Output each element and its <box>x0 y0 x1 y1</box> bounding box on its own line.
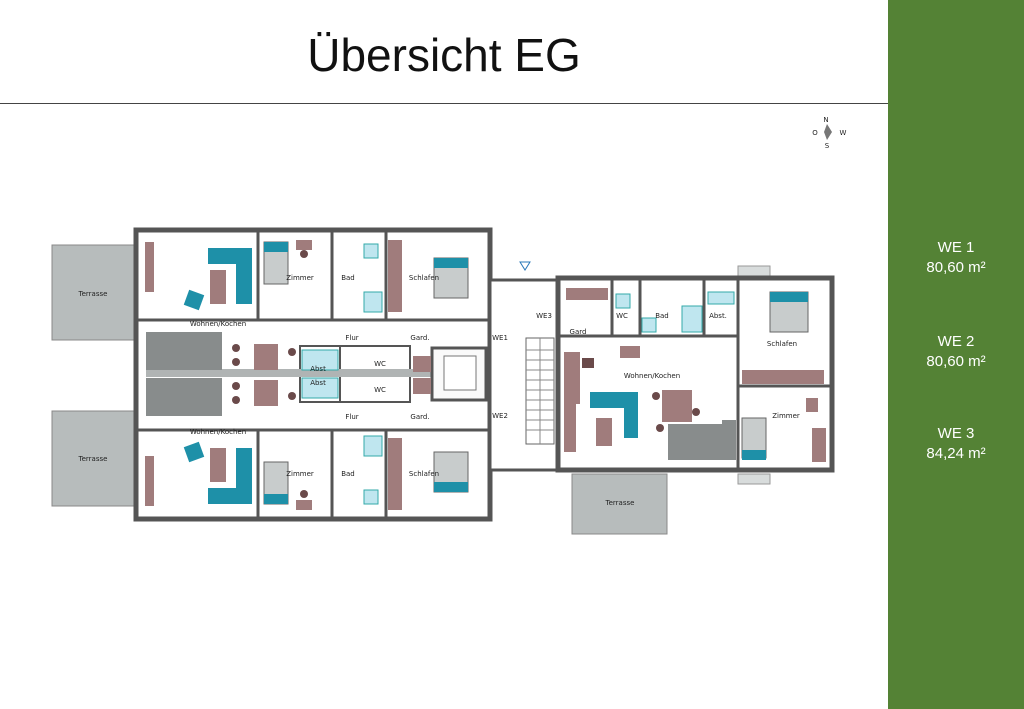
unit-we1-name: WE 1 <box>937 239 975 256</box>
label-wc-we2: WC <box>374 386 386 394</box>
unit-we1: WE 1 80,60 m² <box>888 238 1024 278</box>
svg-text:Terrasse: Terrasse <box>78 290 108 298</box>
label-wc-we1: WC <box>374 360 386 368</box>
label-bad-we3: Bad <box>655 312 669 320</box>
label-abst-we1: Abst <box>310 365 326 373</box>
label-wohnen-kochen-we2: Wohnen/Kochen <box>190 428 246 436</box>
label-we1-door: WE1 <box>492 334 508 342</box>
unit-we1-area: 80,60 m² <box>926 259 986 276</box>
svg-text:S: S <box>825 142 830 150</box>
entrance-hall <box>488 261 560 472</box>
label-gard-we3: Gard <box>570 328 587 336</box>
label-we3-door: WE3 <box>536 312 552 320</box>
unit-we2-area: 80,60 m² <box>926 353 986 370</box>
label-bad-we2: Bad <box>341 470 355 478</box>
svg-text:N: N <box>823 116 828 124</box>
room-labels: Wohnen/Kochen Wohnen/Kochen Zimmer Zimme… <box>190 274 800 478</box>
label-abst-we2: Abst <box>310 379 326 387</box>
unit-we3-area: 84,24 m² <box>926 445 986 462</box>
unit-we2-name: WE 2 <box>937 333 975 350</box>
svg-text:O: O <box>812 129 818 137</box>
label-flur-we1: Flur <box>345 334 358 342</box>
furniture-we2 <box>145 349 469 510</box>
svg-text:Terrasse: Terrasse <box>605 499 635 507</box>
terrace-we2: Terrasse <box>51 410 135 507</box>
unit-we3: WE 3 84,24 m² <box>888 424 1024 464</box>
compass-icon: N O W S <box>812 116 846 150</box>
title-divider <box>0 103 888 104</box>
label-wc-we3: WC <box>616 312 628 320</box>
terrace-we3: Terrasse <box>571 473 668 535</box>
unit-we3-name: WE 3 <box>937 425 975 442</box>
unit-we2: WE 2 80,60 m² <box>888 332 1024 372</box>
stairwell <box>413 346 488 402</box>
svg-text:W: W <box>840 129 847 137</box>
page-title: Übersicht EG <box>307 29 581 81</box>
label-gard-we1: Gard. <box>410 334 429 342</box>
label-zimmer-we2: Zimmer <box>286 470 314 478</box>
label-flur-we2: Flur <box>345 413 358 421</box>
label-schlafen-we1: Schlafen <box>409 274 439 282</box>
label-zimmer-we1: Zimmer <box>286 274 314 282</box>
label-zimmer-we3: Zimmer <box>772 412 800 420</box>
label-wohnen-kochen-we3: Wohnen/Kochen <box>624 372 680 380</box>
terrace-we1: Terrasse <box>51 244 135 341</box>
furniture-we1 <box>145 240 469 370</box>
label-bad-we1: Bad <box>341 274 355 282</box>
unit-summary-panel: WE 1 80,60 m² WE 2 80,60 m² WE 3 84,24 m… <box>888 0 1024 709</box>
label-schlafen-we2: Schlafen <box>409 470 439 478</box>
label-schlafen-we3: Schlafen <box>767 340 797 348</box>
furniture-we3 <box>564 288 826 462</box>
label-abst-we3: Abst. <box>709 312 727 320</box>
floor-plan: N O W S Terrasse Terrasse Terrasse <box>51 116 847 535</box>
label-gard-we2: Gard. <box>410 413 429 421</box>
label-wohnen-kochen-we1: Wohnen/Kochen <box>190 320 246 328</box>
label-we2-door: WE2 <box>492 412 508 420</box>
svg-text:Terrasse: Terrasse <box>78 455 108 463</box>
